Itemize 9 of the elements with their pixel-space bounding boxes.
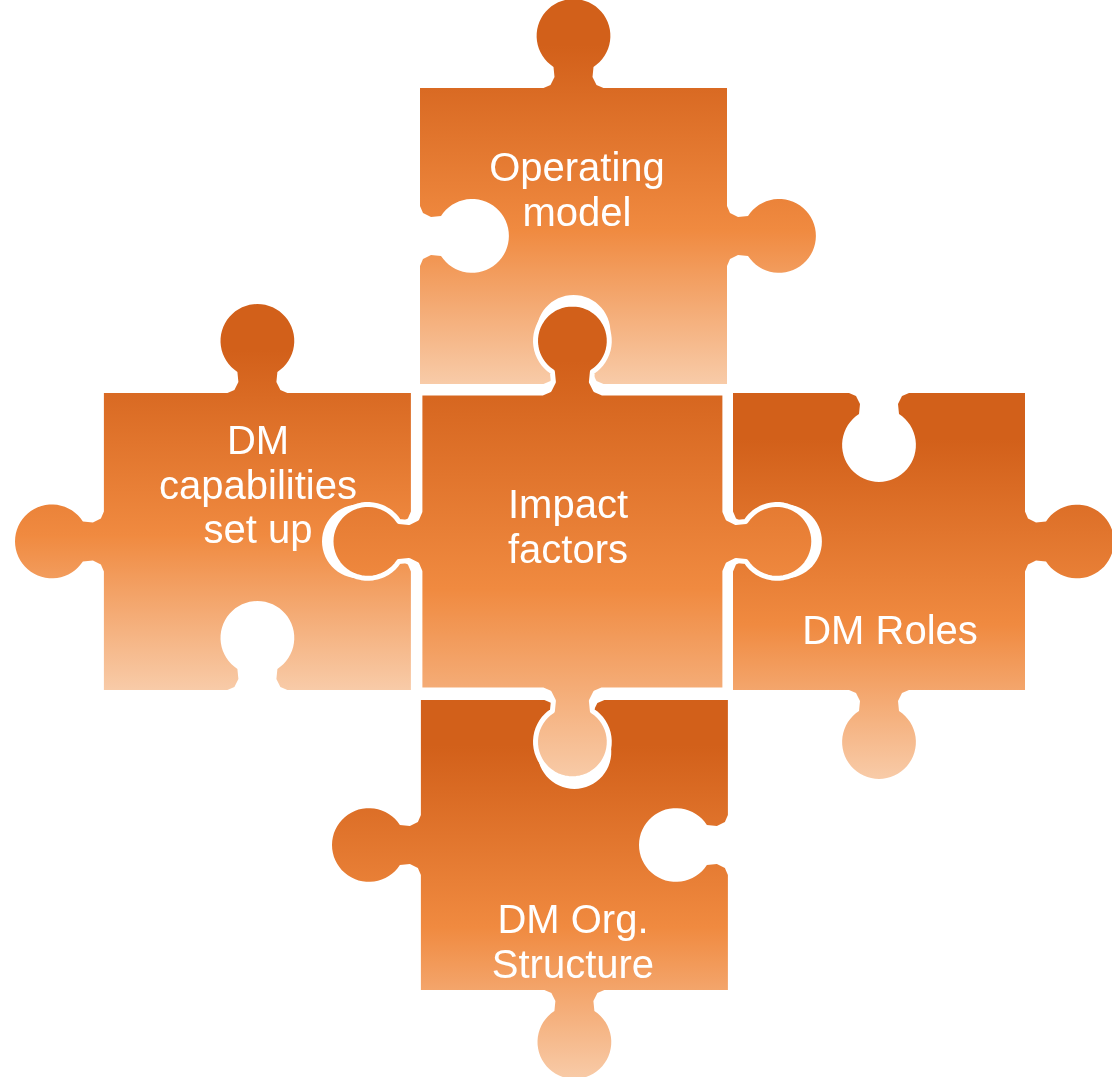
piece-label: DM Roles bbox=[801, 607, 979, 653]
piece-label: Impact factors bbox=[506, 482, 629, 572]
piece-label: Operating model bbox=[488, 145, 666, 235]
puzzle-piece bbox=[332, 700, 728, 1077]
puzzle-piece bbox=[420, 0, 816, 384]
piece-label: DM Org. Structure bbox=[490, 897, 656, 987]
puzzle-piece bbox=[15, 304, 411, 690]
piece-label: DM capabilities set up bbox=[158, 417, 358, 553]
puzzle-piece bbox=[733, 393, 1112, 779]
